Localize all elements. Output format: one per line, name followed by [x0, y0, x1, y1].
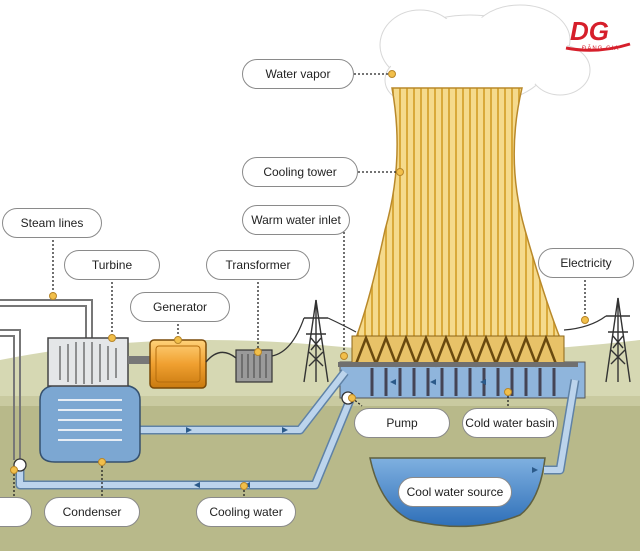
label-cooling-water: Cooling water: [196, 497, 296, 527]
label-pump: Pump: [354, 408, 450, 438]
logo-text: DG: [570, 16, 609, 46]
label-water-vapor: Water vapor: [242, 59, 354, 89]
label-turbine: Turbine: [64, 250, 160, 280]
transmission-tower-left: [303, 299, 329, 383]
leader-lines: [13, 73, 586, 500]
condenser: [39, 384, 141, 463]
dang-gia-logo: DG ĐĂNG GIA: [565, 16, 631, 52]
label-warm-water-inlet: Warm water inlet: [242, 205, 350, 235]
label-transformer: Transformer: [206, 250, 310, 280]
generator: [149, 339, 207, 389]
label-condenser: Condenser: [44, 497, 140, 527]
label-steam-lines: Steam lines: [2, 208, 102, 238]
label-offscreen-left: [0, 497, 32, 527]
transformer: [235, 349, 273, 383]
cooling-tower: [354, 87, 562, 339]
logo-subtitle: ĐĂNG GIA: [582, 45, 619, 52]
flow-arrows: [186, 379, 538, 488]
label-generator: Generator: [130, 292, 230, 322]
label-cooling-tower: Cooling tower: [242, 157, 358, 187]
transmission-tower-right: [605, 297, 631, 383]
label-markers: [10, 70, 589, 490]
label-cold-water-basin: Cold water basin: [462, 408, 558, 438]
steam-lines: [0, 299, 93, 460]
label-cool-water-source: Cool water source: [398, 477, 512, 507]
turbine: [47, 337, 152, 387]
label-electricity: Electricity: [538, 248, 634, 278]
cold-water-basin: [339, 361, 586, 399]
